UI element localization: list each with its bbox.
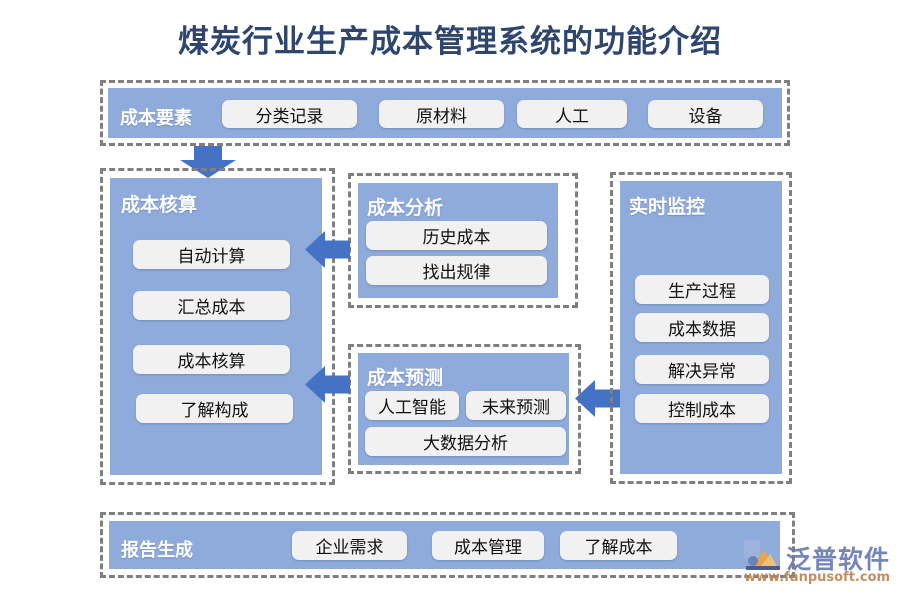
- cost-accounting-panel: [110, 178, 322, 475]
- chip-cost-accounting-0[interactable]: 自动计算: [133, 240, 290, 269]
- chip-cost-accounting-2[interactable]: 成本核算: [133, 345, 290, 374]
- chip-cost-forecast-2[interactable]: 大数据分析: [365, 427, 566, 456]
- cost-analysis-label: 成本分析: [367, 197, 444, 219]
- chip-cost-accounting-3[interactable]: 了解构成: [136, 394, 293, 423]
- cost-accounting-label: 成本核算: [121, 194, 198, 216]
- page-title: 煤炭行业生产成本管理系统的功能介绍: [178, 24, 722, 60]
- left-arrow-analysis-to-accounting-icon: [305, 227, 350, 272]
- left-arrow-forecast-to-accounting-icon: [305, 362, 350, 407]
- cost-elements-label: 成本要素: [120, 108, 192, 129]
- cost-accounting-group: [100, 168, 335, 485]
- chip-cost-element-1[interactable]: 原材料: [379, 100, 504, 128]
- left-arrow-monitor-to-forecast-icon: [575, 376, 620, 421]
- chip-cost-accounting-1[interactable]: 汇总成本: [133, 291, 290, 320]
- chip-report-generation-0[interactable]: 企业需求: [292, 531, 407, 560]
- chip-report-generation-1[interactable]: 成本管理: [432, 531, 544, 560]
- chip-cost-analysis-1[interactable]: 找出规律: [366, 256, 547, 285]
- chip-realtime-monitor-1[interactable]: 成本数据: [635, 313, 769, 342]
- cost-forecast-label: 成本预测: [367, 367, 444, 389]
- chip-cost-element-3[interactable]: 设备: [648, 100, 763, 128]
- chip-cost-forecast-0[interactable]: 人工智能: [365, 391, 459, 420]
- cost-forecast-group: [348, 344, 581, 474]
- chip-cost-element-2[interactable]: 人工: [517, 100, 627, 128]
- chip-realtime-monitor-0[interactable]: 生产过程: [635, 275, 769, 304]
- report-generation-group: [100, 512, 795, 578]
- chip-realtime-monitor-2[interactable]: 解决异常: [635, 355, 769, 384]
- realtime-monitor-group: [610, 172, 792, 484]
- report-generation-label: 报告生成: [121, 540, 193, 561]
- realtime-monitor-label: 实时监控: [629, 196, 706, 218]
- chip-cost-element-0[interactable]: 分类记录: [222, 100, 357, 128]
- watermark-brand: 泛普软件: [786, 545, 891, 574]
- cost-elements-group: [100, 80, 790, 146]
- chip-cost-forecast-1[interactable]: 未来预测: [466, 391, 566, 420]
- chip-cost-analysis-0[interactable]: 历史成本: [366, 221, 547, 250]
- down-arrow-icon: [180, 146, 236, 178]
- chip-realtime-monitor-3[interactable]: 控制成本: [635, 394, 769, 423]
- chip-report-generation-2[interactable]: 了解成本: [560, 531, 677, 560]
